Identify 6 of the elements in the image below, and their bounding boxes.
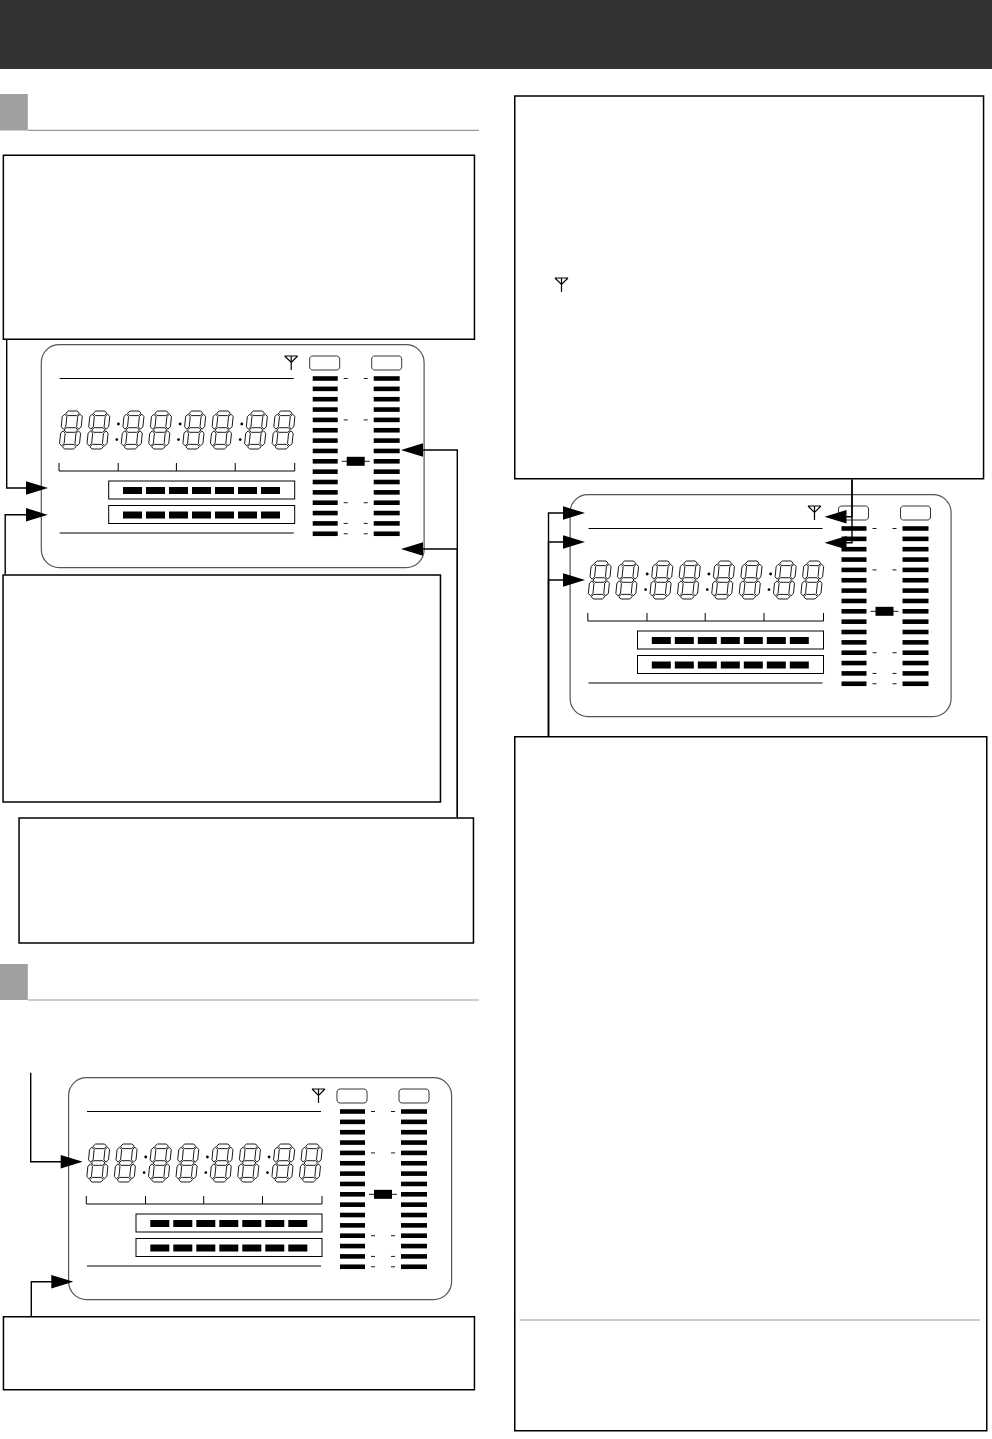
callout-box (2, 154, 476, 340)
callout-box (2, 574, 442, 803)
callout-box (18, 817, 475, 944)
callout-box (514, 95, 985, 480)
callout-box (514, 736, 988, 1432)
callout-box (2, 1316, 476, 1391)
